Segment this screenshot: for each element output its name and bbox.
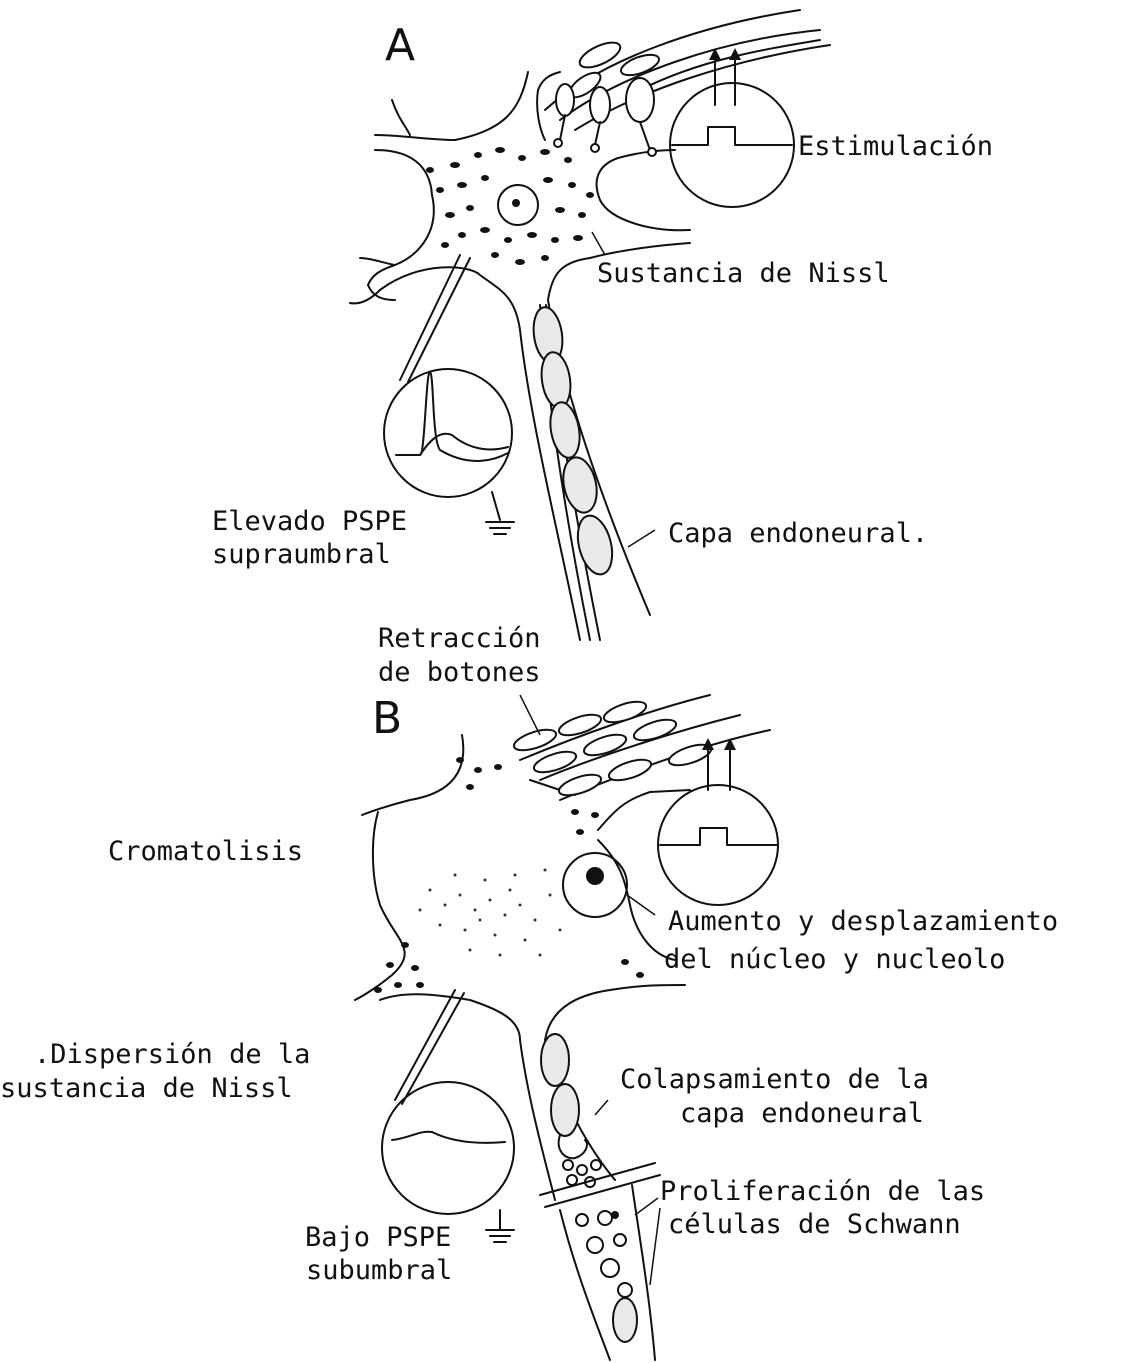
label-collapse-2: capa endoneural <box>680 1098 924 1129</box>
schwann-pointer-b2 <box>650 1208 660 1285</box>
neuron-a-dendrites <box>350 258 395 303</box>
label-epsp-a-1: Elevado PSPE <box>212 506 407 537</box>
nissl-bodies-a <box>426 147 594 265</box>
label-endoneural: Capa endoneural. <box>668 518 928 549</box>
label-epsp-a-2: supraumbral <box>212 539 391 570</box>
nucleolus-b <box>586 867 604 885</box>
neuron-b-soma <box>355 735 690 1040</box>
axon-a <box>520 300 650 640</box>
stimulus-scope-b <box>658 785 778 905</box>
stimulation-arrows-b <box>702 738 736 790</box>
epsp-scope-b <box>382 1082 514 1242</box>
label-nissl-dispersion-1: .Dispersión de la <box>34 1039 310 1070</box>
label-chromatolysis: Cromatolisis <box>108 836 303 867</box>
label-schwann-2: células de Schwann <box>668 1209 961 1240</box>
retraction-pointer <box>520 695 540 735</box>
panel-b: Retracción de botones B <box>0 623 1058 1360</box>
label-stimulation: Estimulación <box>798 131 993 162</box>
dispersed-nissl-b <box>419 869 562 957</box>
panel-a-letter: A <box>385 20 415 71</box>
endoneural-pointer-a <box>628 530 655 547</box>
label-epsp-b-2: subumbral <box>306 1255 452 1286</box>
label-retraction-2: de botones <box>378 657 541 688</box>
electrode-b <box>395 990 464 1104</box>
label-nissl-dispersion-2: sustancia de Nissl <box>0 1073 293 1104</box>
nissl-pointer-a <box>592 232 605 255</box>
stimulation-arrows-a <box>709 48 741 105</box>
label-collapse-1: Colapsamiento de la <box>620 1064 929 1095</box>
label-nucleus-2: del núcleo y nucleolo <box>664 944 1005 975</box>
label-nissl: Sustancia de Nissl <box>597 258 890 289</box>
nucleolus-a <box>512 199 520 207</box>
label-epsp-b-1: Bajo PSPE <box>305 1222 451 1253</box>
presynaptic-fibers-a <box>545 10 830 156</box>
panel-b-letter: B <box>372 693 402 744</box>
schwann-pointer-b <box>635 1198 658 1215</box>
label-nucleus-1: Aumento y desplazamiento <box>668 906 1058 937</box>
collapse-pointer-b <box>595 1100 608 1115</box>
panel-a: A <box>212 10 993 640</box>
label-schwann-1: Proliferación de las <box>660 1176 985 1207</box>
label-retraction-1: Retracción <box>378 623 541 654</box>
stimulus-scope-a <box>670 83 794 207</box>
